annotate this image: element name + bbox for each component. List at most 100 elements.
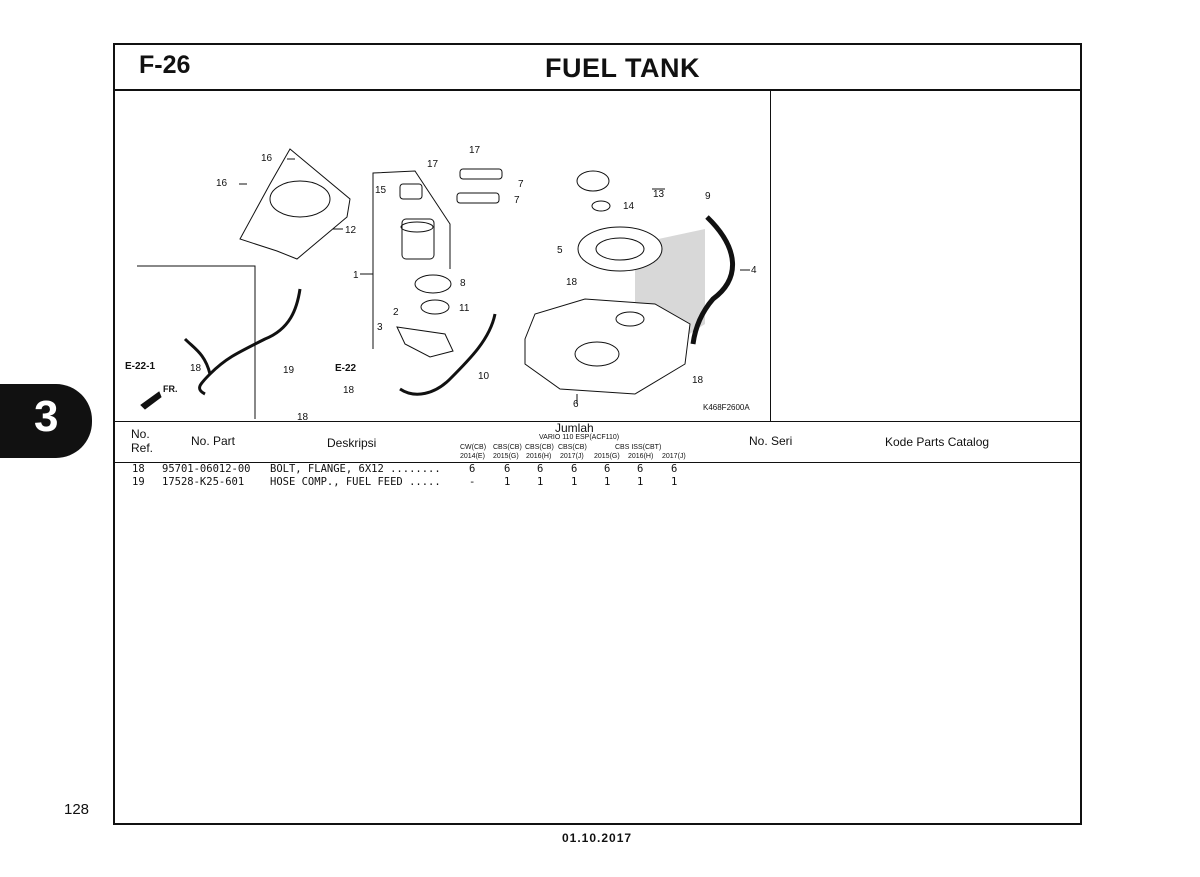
col-jumlah: Jumlah <box>555 421 594 435</box>
year-7: 2017(J) <box>662 453 686 460</box>
fuel-tank-part <box>524 298 691 395</box>
notes-panel <box>770 89 1081 421</box>
part-label: 9 <box>705 191 711 202</box>
row-qty: 1 <box>637 476 644 488</box>
page-title: FUEL TANK <box>545 53 700 83</box>
diagram-svg: 16 16 12 17 17 7 7 15 1 8 11 2 3 13 14 9… <box>125 145 757 450</box>
year-5: 2015(G) <box>594 453 620 460</box>
variant-6: CBS ISS(CBT) <box>615 444 662 451</box>
variant-1: CW(CB) <box>460 444 487 451</box>
col-deskripsi: Deskripsi <box>327 436 377 450</box>
part-label: 15 <box>375 185 387 196</box>
row-qty: - <box>469 476 476 488</box>
bracket-part <box>456 192 500 204</box>
group-bracket <box>372 170 451 269</box>
part-label: 18 <box>297 412 309 421</box>
part-label: 16 <box>261 153 273 164</box>
o-ring-part <box>420 299 450 315</box>
chapter-tab: 3 <box>0 384 92 458</box>
chapter-number: 3 <box>34 392 59 441</box>
front-arrow-icon <box>140 391 162 410</box>
col-kode-parts-catalog: Kode Parts Catalog <box>885 435 990 449</box>
col-no-seri: No. Seri <box>749 434 793 448</box>
part-label: 17 <box>469 145 481 156</box>
part-label: 19 <box>283 365 295 376</box>
exploded-parts-diagram: 16 16 12 17 17 7 7 15 1 8 11 2 3 13 14 9… <box>115 89 770 450</box>
row-qty: 6 <box>604 463 611 475</box>
part-label: 13 <box>653 189 665 200</box>
variant-4: CBS(CB) <box>558 444 587 451</box>
part-label: 18 <box>190 363 202 374</box>
row-qty: 1 <box>604 476 611 488</box>
row-part-number: 17528-K25-601 <box>162 476 245 488</box>
page-number: 128 <box>64 801 90 818</box>
fuel-cap-part <box>576 170 610 192</box>
table-row: 19 17528-K25-601 HOSE COMP., FUEL FEED .… <box>115 476 1080 489</box>
row-part-number: 95701-06012-00 <box>162 463 251 475</box>
row-qty: 1 <box>537 476 544 488</box>
part-label: 17 <box>427 159 439 170</box>
row-qty: 1 <box>504 476 511 488</box>
fuel-pump-top <box>400 221 434 233</box>
row-qty: 6 <box>671 463 678 475</box>
fuel-pump-part <box>401 218 435 260</box>
parts-table-body: 18 95701-06012-00 BOLT, FLANGE, 6X12 ...… <box>115 463 1080 489</box>
part-label: 5 <box>557 245 563 256</box>
detail-box-border <box>137 265 256 419</box>
col-no-ref-line1: No. <box>131 427 150 441</box>
row-ref: 19 <box>132 476 145 488</box>
col-no-part: No. Part <box>191 434 236 448</box>
fuel-feed-hose-part <box>198 288 302 396</box>
row-qty: 6 <box>469 463 476 475</box>
section-code: F-26 <box>139 51 191 79</box>
revision-date: 01.10.2017 <box>562 831 633 845</box>
variant-3: CBS(CB) <box>525 444 554 451</box>
tank-filler-neck <box>615 311 645 327</box>
page-header: F-26 FUEL TANK <box>115 45 1080 91</box>
row-qty: 1 <box>571 476 578 488</box>
row-ref: 18 <box>132 463 145 475</box>
part-label: 8 <box>460 278 466 289</box>
part-label: 2 <box>393 307 399 318</box>
fuel-filler-opening <box>595 237 645 261</box>
year-4: 2017(J) <box>560 453 584 460</box>
cap-gasket-part <box>591 200 611 212</box>
heat-protector-opening <box>269 180 331 218</box>
row-description: BOLT, FLANGE, 6X12 ........ <box>270 463 441 475</box>
row-qty: 1 <box>671 476 678 488</box>
row-qty: 6 <box>504 463 511 475</box>
year-3: 2016(H) <box>526 453 552 460</box>
part-label: 16 <box>216 178 228 189</box>
bracket-part <box>459 168 503 180</box>
part-label: 3 <box>377 322 383 333</box>
part-label: 12 <box>345 225 357 236</box>
breather-hose-part <box>690 215 736 345</box>
part-label: 10 <box>478 371 490 382</box>
part-label: 6 <box>573 399 579 410</box>
part-label: 7 <box>518 179 524 190</box>
pump-gasket-part <box>414 274 452 294</box>
fuel-feed-hose-part <box>399 313 497 396</box>
pump-connector-part <box>399 183 423 200</box>
catalog-page-frame: F-26 FUEL TANK <box>113 43 1082 825</box>
table-row: 18 95701-06012-00 BOLT, FLANGE, 6X12 ...… <box>115 463 1080 476</box>
model-name: VARIO 110 ESP(ACF110) <box>539 434 620 441</box>
illustration-ref: K468F2600A <box>703 403 750 412</box>
part-label: 18 <box>343 385 355 396</box>
year-2: 2015(G) <box>493 453 519 460</box>
part-label: 7 <box>514 195 520 206</box>
year-1: 2014(E) <box>460 453 485 460</box>
fuel-filler-part <box>577 226 663 272</box>
part-label: 11 <box>459 303 470 314</box>
row-qty: 6 <box>537 463 544 475</box>
year-6: 2016(H) <box>628 453 654 460</box>
part-label: 18 <box>692 375 704 386</box>
part-label: 1 <box>353 270 359 281</box>
variant-2: CBS(CB) <box>493 444 522 451</box>
ref-label-e22: E-22 <box>335 363 357 374</box>
parts-table-header: No. Ref. No. Part Deskripsi Jumlah VARIO… <box>115 421 1080 463</box>
front-arrow-label: FR. <box>163 384 178 394</box>
part-label: 18 <box>566 277 578 288</box>
row-description: HOSE COMP., FUEL FEED ..... <box>270 476 441 488</box>
row-qty: 6 <box>571 463 578 475</box>
